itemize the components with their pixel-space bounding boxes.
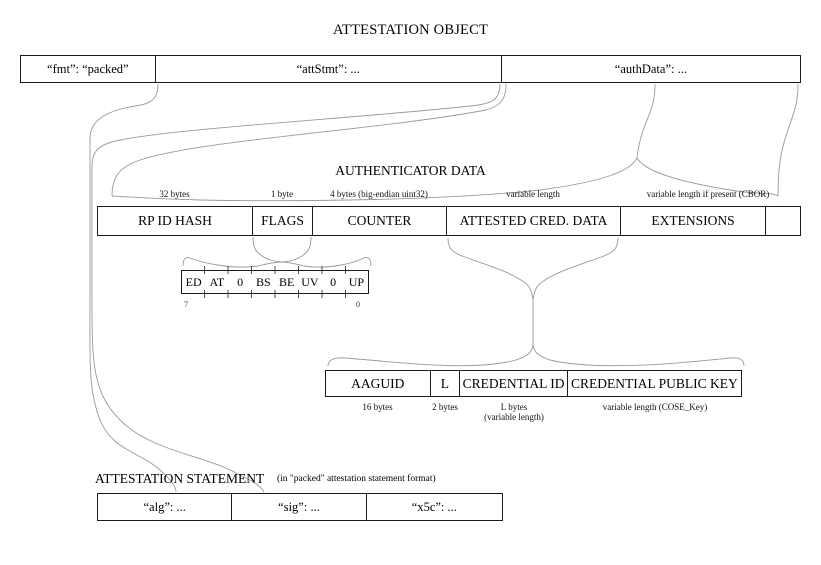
acd-cell-aaguid[interactable]: AAGUID xyxy=(326,371,431,396)
auth-cell-counter[interactable]: COUNTER xyxy=(313,207,447,235)
flags-detail-row: ED AT 0 BS BE UV 0 UP xyxy=(181,270,369,294)
acd-size-aaguid: 16 bytes xyxy=(362,402,393,412)
auth-cell-truncation xyxy=(766,207,800,235)
attestation-statement-note: (in "packed" attestation statement forma… xyxy=(277,474,436,484)
attestation-statement-heading: ATTESTATION STATEMENT xyxy=(95,471,265,486)
auth-cell-flags[interactable]: FLAGS xyxy=(253,207,313,235)
attestation-object-cell-authdata[interactable]: “authData”: ... xyxy=(614,61,687,76)
auth-cell-rp-id-hash[interactable]: RP ID HASH xyxy=(98,207,253,235)
acd-size-length: 2 bytes xyxy=(432,402,458,412)
auth-size-rpidhash: 32 bytes xyxy=(159,189,190,199)
auth-size-extensions: variable length if present (CBOR) xyxy=(646,189,770,199)
auth-size-counter: 4 bytes (big-endian uint32) xyxy=(330,189,428,199)
attestation-object-row: “fmt”: “packed” “attStmt”: ... “authData… xyxy=(20,55,801,83)
flag-bit-up[interactable]: UP xyxy=(348,274,365,289)
flag-bit-at[interactable]: AT xyxy=(209,274,225,289)
attestation-statement-row: “alg”: ... “sig”: ... “x5c”: ... xyxy=(97,493,503,521)
auth-size-flags: 1 byte xyxy=(270,189,294,199)
flag-bit-index-low: 0 xyxy=(356,300,360,309)
attestation-statement-cell-sig[interactable]: “sig”: ... xyxy=(232,494,367,520)
acd-cell-credential-id[interactable]: CREDENTIAL ID xyxy=(460,371,568,396)
auth-size-attested-cred-data: variable length xyxy=(506,189,560,199)
flag-bit-rfu2[interactable]: 0 xyxy=(237,274,244,289)
flag-bit-uv[interactable]: UV xyxy=(301,274,319,289)
acd-cell-length[interactable]: L xyxy=(431,371,461,396)
auth-cell-extensions[interactable]: EXTENSIONS xyxy=(621,207,766,235)
flag-bit-bs[interactable]: BS xyxy=(256,274,271,289)
acd-size-credential-public-key: variable length (COSE_Key) xyxy=(602,402,708,412)
acd-size-credential-id-note: (variable length) xyxy=(484,412,544,422)
auth-cell-attested-cred-data[interactable]: ATTESTED CRED. DATA xyxy=(447,207,621,235)
attestation-object-cell-fmt[interactable]: “fmt”: “packed” xyxy=(21,56,156,82)
flag-bit-be[interactable]: BE xyxy=(278,274,295,289)
attestation-statement-cell-x5c[interactable]: “x5c”: ... xyxy=(411,499,457,514)
page-title: ATTESTATION OBJECT xyxy=(332,22,489,38)
flag-bit-rfu1[interactable]: 0 xyxy=(330,274,337,289)
flag-bit-ed[interactable]: ED xyxy=(185,274,202,289)
attestation-object-cell-attstmt[interactable]: “attStmt”: ... xyxy=(156,56,502,82)
attested-credential-data-row: AAGUID L CREDENTIAL ID CREDENTIAL PUBLIC… xyxy=(325,370,742,397)
acd-size-credential-id: L bytes xyxy=(500,402,528,412)
acd-cell-credential-public-key[interactable]: CREDENTIAL PUBLIC KEY xyxy=(571,375,738,391)
attestation-statement-cell-alg[interactable]: “alg”: ... xyxy=(98,494,233,520)
authenticator-data-row: RP ID HASH FLAGS COUNTER ATTESTED CRED. … xyxy=(97,206,801,236)
authenticator-data-heading: AUTHENTICATOR DATA xyxy=(335,163,486,178)
flag-bit-index-high: 7 xyxy=(184,300,188,309)
